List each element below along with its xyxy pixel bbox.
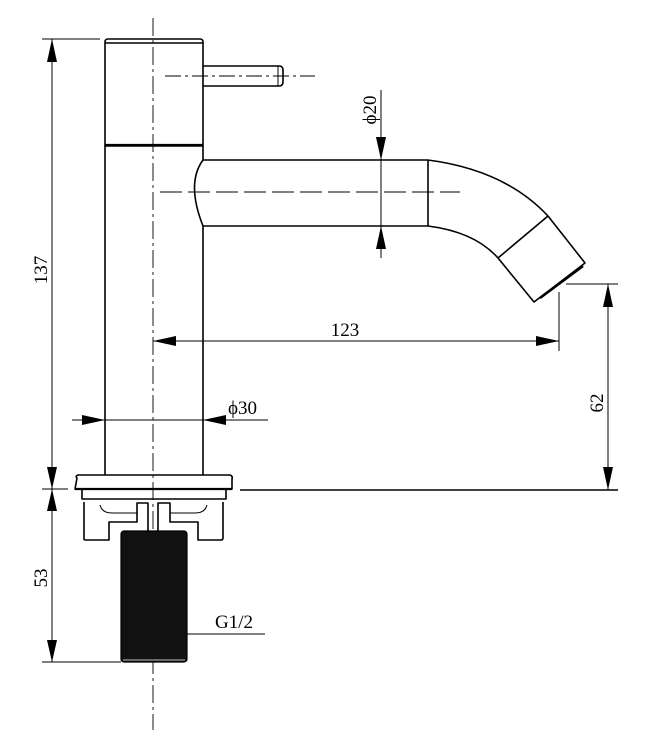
thread-spec-label: G1/2	[215, 612, 253, 633]
overall-height-label: 137	[31, 256, 52, 285]
dimension-body-diameter: ϕ30	[72, 398, 268, 425]
dimension-outlet-height: 62	[240, 283, 618, 491]
spout-reach-label: 123	[331, 320, 360, 341]
outlet-height-label: 62	[587, 394, 608, 413]
dimension-spout-diameter: ϕ20	[360, 90, 386, 258]
body-diameter-label: ϕ30	[228, 398, 257, 419]
tap-body	[104, 146, 204, 475]
dimension-shank-length: 53	[31, 488, 121, 663]
thread-callout: G1/2	[187, 612, 265, 635]
threaded-shank	[120, 530, 188, 663]
lever-handle	[165, 65, 315, 87]
base-flange	[74, 474, 234, 541]
shank-length-label: 53	[31, 569, 52, 588]
dimension-spout-reach: 123	[153, 292, 560, 351]
spout	[160, 159, 586, 303]
tap-head	[104, 38, 204, 147]
spout-diameter-label: ϕ20	[360, 95, 381, 124]
dimension-overall-height: 137	[31, 38, 100, 489]
